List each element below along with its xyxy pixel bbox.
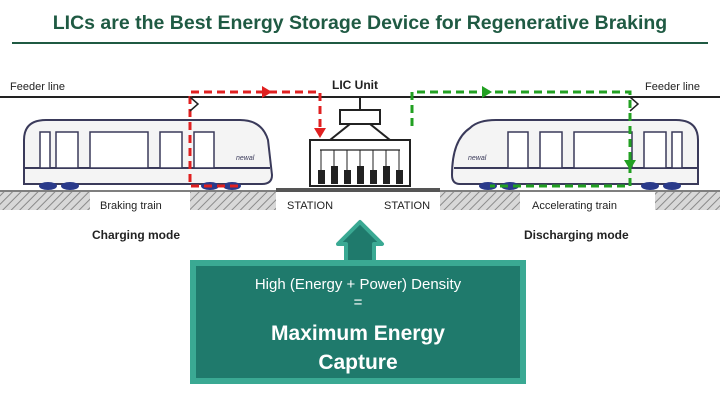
ground-left-mid bbox=[190, 192, 276, 210]
density-callout: High (Energy + Power) Density = Maximum … bbox=[190, 260, 526, 384]
ground-right bbox=[655, 192, 720, 210]
discharging-mode-label: Discharging mode bbox=[524, 228, 629, 242]
lic-cells bbox=[318, 166, 403, 184]
accelerating-train-label: Accelerating train bbox=[532, 200, 617, 212]
braking-train-label: Braking train bbox=[100, 200, 162, 212]
station-right-label: STATION bbox=[384, 200, 430, 212]
pantograph-right bbox=[629, 96, 640, 112]
callout-line-equals: = bbox=[353, 294, 363, 311]
callout-up-arrow bbox=[336, 220, 384, 264]
callout-line-capture-b: Capture bbox=[318, 351, 398, 374]
ground-left bbox=[0, 192, 90, 210]
charging-path bbox=[188, 90, 322, 188]
discharging-path bbox=[410, 90, 632, 188]
charging-mode-label: Charging mode bbox=[92, 228, 180, 242]
title-divider bbox=[12, 42, 708, 44]
callout-line-capture: Maximum Energy Capture bbox=[196, 319, 520, 377]
station-platform bbox=[276, 188, 440, 192]
train-logo-left: newal bbox=[236, 155, 255, 162]
ground-right-mid bbox=[440, 192, 520, 210]
braking-train bbox=[23, 119, 274, 190]
pantograph-left bbox=[189, 96, 200, 112]
train-logo-right: newal bbox=[468, 155, 487, 162]
feeder-line-left-label: Feeder line bbox=[10, 81, 65, 93]
station-left-label: STATION bbox=[287, 200, 333, 212]
charging-arrow-down bbox=[314, 128, 326, 138]
callout-line-capture-a: Maximum Energy bbox=[271, 322, 445, 345]
discharging-arrow-down bbox=[624, 160, 636, 170]
charging-arrow-right bbox=[262, 86, 272, 98]
accelerating-train bbox=[450, 119, 699, 190]
lic-unit-label: LIC Unit bbox=[332, 78, 378, 92]
discharging-arrow-right bbox=[482, 86, 492, 98]
slide-title: LICs are the Best Energy Storage Device … bbox=[52, 12, 668, 34]
feeder-line-right-label: Feeder line bbox=[645, 81, 700, 93]
callout-line-density: High (Energy + Power) Density bbox=[254, 276, 462, 293]
lic-cell-leads bbox=[320, 150, 400, 170]
